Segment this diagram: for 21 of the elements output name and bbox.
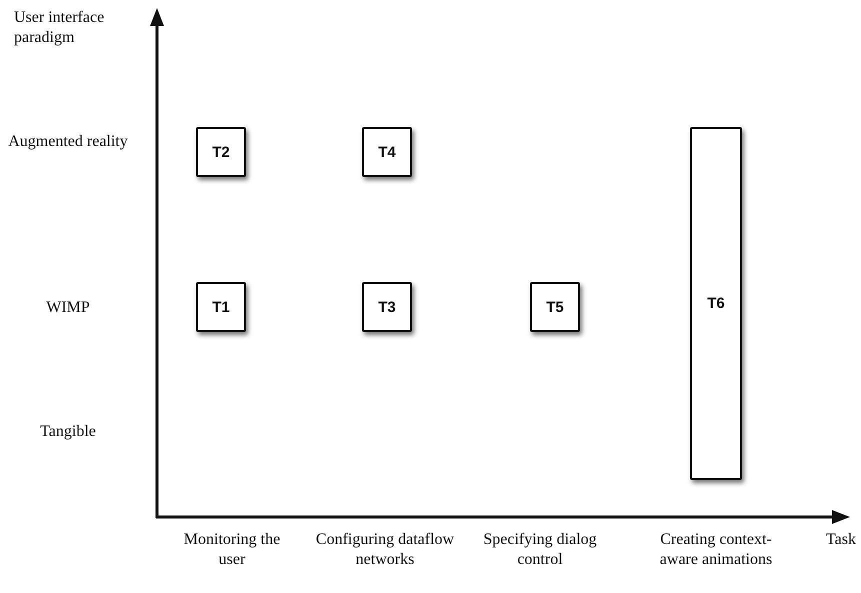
task-box	[362, 282, 412, 332]
task-label: T3	[378, 298, 396, 316]
row-label: WIMP	[45, 298, 91, 318]
task-label: T5	[546, 298, 564, 316]
column-label: Monitoring the user	[182, 530, 282, 570]
task-box	[530, 282, 580, 332]
axis-title: User interface paradigm	[14, 8, 106, 48]
column-label: Specifying dialog control	[482, 530, 598, 570]
task-box	[362, 127, 412, 177]
row-label: Augmented reality	[8, 132, 128, 152]
column-label: Creating context-aware animations	[658, 530, 774, 570]
task-label: T1	[212, 298, 230, 316]
task-box	[196, 282, 246, 332]
task-label: T6	[707, 295, 725, 312]
row-label: Tangible	[39, 422, 97, 442]
axis-title: Task	[826, 530, 857, 550]
column-label: Configuring dataflow networks	[315, 530, 455, 570]
task-label: T2	[212, 144, 230, 160]
task-label: T4	[378, 144, 396, 160]
task-box	[690, 127, 742, 480]
task-box	[196, 127, 246, 177]
